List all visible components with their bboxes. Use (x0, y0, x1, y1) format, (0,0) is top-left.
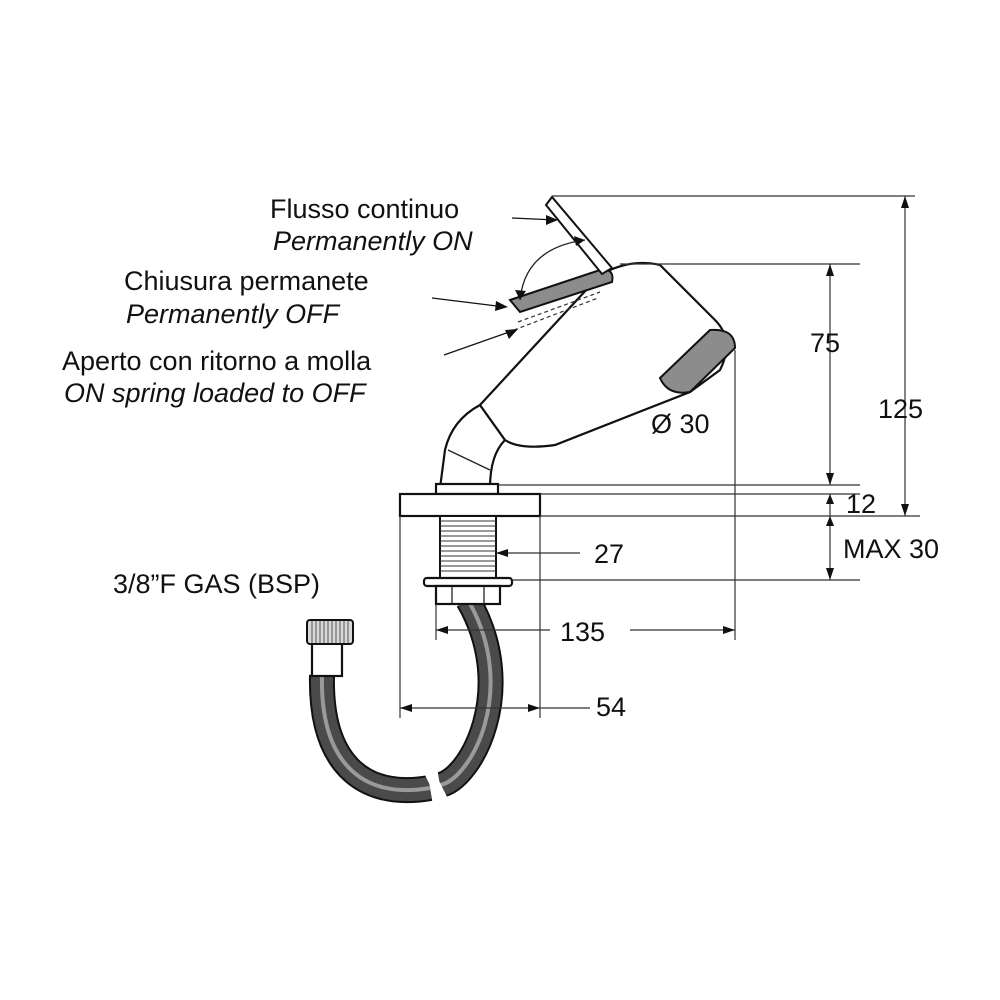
label-spring-en: ON spring loaded to OFF (64, 378, 367, 408)
dim-nozzle-dia: Ø 30 (651, 409, 710, 439)
label-continuous-it: Flusso continuo (270, 194, 459, 224)
label-closed-en: Permanently OFF (126, 299, 341, 329)
dim-deck: MAX 30 (843, 534, 939, 564)
hose-fitting (306, 619, 354, 678)
dimension-lines (399, 195, 920, 718)
label-spring-it: Aperto con ritorno a molla (62, 346, 372, 376)
label-arrowheads (495, 215, 558, 339)
dim-height-head: 75 (810, 328, 840, 358)
dim-reach: 135 (560, 617, 605, 647)
dim-height-total: 125 (878, 394, 923, 424)
threaded-shank (422, 515, 514, 606)
flexible-hose (308, 593, 504, 805)
label-thread: 3/8”F GAS (BSP) (113, 569, 320, 599)
shower-head (438, 195, 737, 490)
dim-flange-width: 54 (596, 692, 626, 722)
dim-flange: 12 (846, 489, 876, 519)
collar (398, 482, 542, 518)
label-continuous-en: Permanently ON (273, 226, 473, 256)
dim-thread-dia: 27 (594, 539, 624, 569)
label-closed-it: Chiusura permanete (124, 266, 369, 296)
dimension-arrows (400, 196, 909, 712)
